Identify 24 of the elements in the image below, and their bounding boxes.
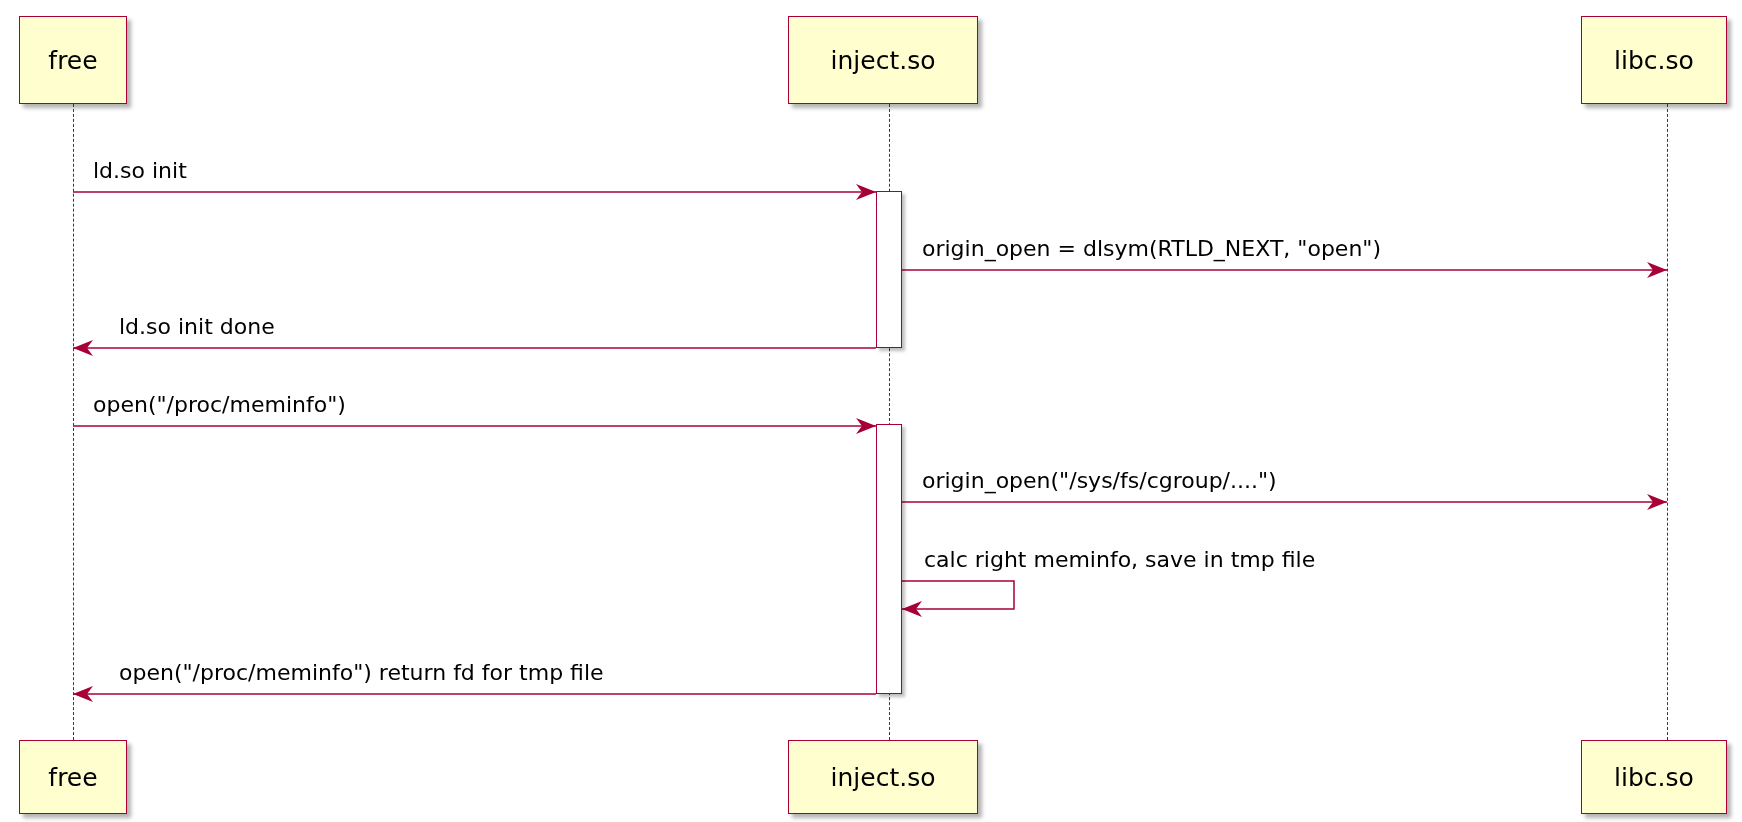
participant-box: inject.so — [788, 16, 978, 104]
message-arrow — [901, 494, 1668, 510]
participant-box: free — [19, 740, 127, 814]
message-label: open("/proc/meminfo") — [93, 392, 346, 417]
message-label: ld.so init done — [119, 314, 275, 339]
message-arrow — [72, 686, 877, 702]
message-label: ld.so init — [93, 158, 187, 183]
participant-box: libc.so — [1581, 740, 1727, 814]
message-arrow — [901, 262, 1668, 278]
message-arrow — [901, 580, 1015, 617]
message-arrow — [72, 418, 877, 434]
participant-box: free — [19, 16, 127, 104]
message-label: calc right meminfo, save in tmp file — [924, 547, 1316, 572]
message-arrow — [72, 184, 877, 200]
lifeline — [73, 104, 74, 740]
activation-bar — [876, 191, 902, 348]
participant-box: inject.so — [788, 740, 978, 814]
participant-box: libc.so — [1581, 16, 1727, 104]
activation-bar — [876, 424, 902, 694]
message-label: origin_open = dlsym(RTLD_NEXT, "open") — [922, 236, 1382, 261]
message-arrow — [72, 340, 877, 356]
message-label: open("/proc/meminfo") return fd for tmp file — [119, 660, 604, 685]
lifeline — [1667, 104, 1668, 740]
message-label: origin_open("/sys/fs/cgroup/....") — [922, 468, 1277, 493]
